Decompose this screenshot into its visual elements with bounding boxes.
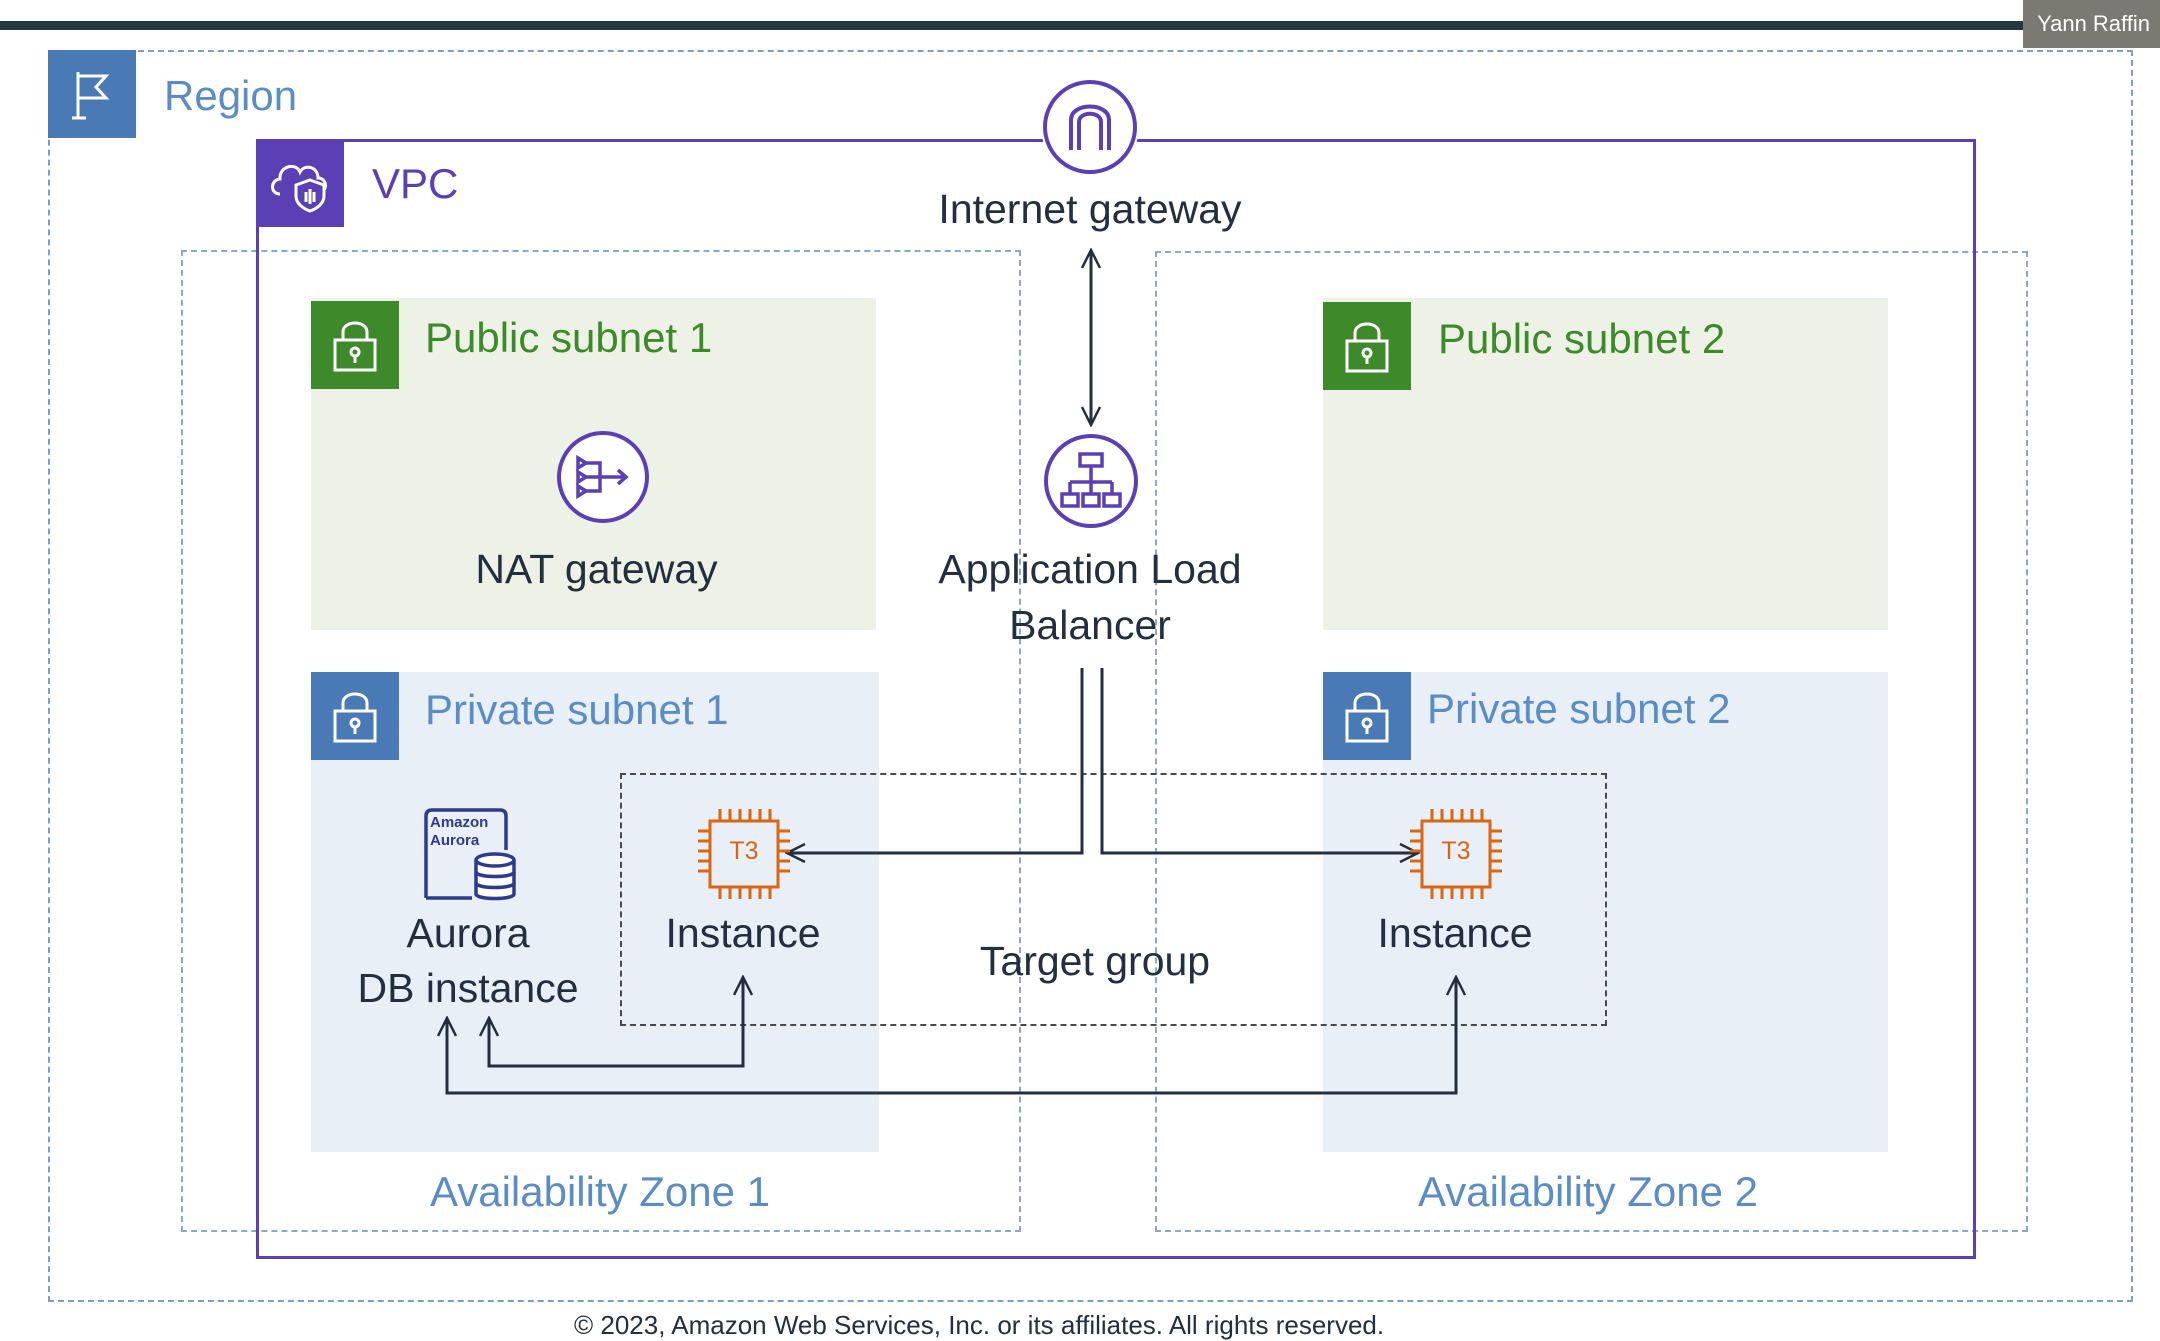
private-subnet-2-label: Private subnet 2 [1427, 685, 1731, 732]
aurora-logo-text-2: Aurora [430, 832, 480, 849]
public-subnet-1-label: Public subnet 1 [425, 314, 713, 361]
alb-label-line-1: Application Load [938, 546, 1242, 592]
database-icon [424, 808, 516, 901]
instance-2-label: Instance [1377, 910, 1533, 956]
lock-icon [1345, 322, 1389, 373]
alb-label-line-2: Balancer [1009, 602, 1171, 648]
public-subnet-2 [1323, 298, 1888, 630]
top-bar-gap [0, 0, 2160, 21]
target-group-label: Target group [979, 938, 1211, 984]
chip-icon [1410, 809, 1502, 899]
vpc-badge [256, 139, 344, 227]
aurora-label-line-2: DB instance [357, 965, 579, 1011]
private-subnet-1-badge [311, 672, 399, 760]
instance-1-chip-label: T3 [729, 837, 759, 865]
region-badge [48, 50, 136, 138]
public-subnet-2-badge [1323, 302, 1411, 390]
internet-gateway-node [1041, 78, 1139, 176]
chip-icon [698, 809, 790, 899]
nat-gateway-node [556, 430, 650, 524]
private-subnet-2-badge [1323, 672, 1411, 760]
availability-zone-2-label: Availability Zone 2 [1417, 1168, 1759, 1215]
region-label: Region [164, 72, 298, 119]
nat-gateway-icon [557, 431, 649, 523]
load-balancer-icon [1044, 434, 1138, 528]
lock-icon [1345, 692, 1389, 743]
private-subnet-1 [311, 672, 879, 1152]
availability-zone-2 [1155, 251, 2028, 1232]
instance-2-aurora-arrow [447, 977, 1456, 1095]
nat-gateway-label: NAT gateway [475, 546, 718, 592]
copyright-text: © 2023, Amazon Web Services, Inc. or its… [574, 1310, 1385, 1340]
alb-node [1042, 432, 1140, 530]
presenter-name-tag: Yann Raffin [2023, 0, 2160, 48]
private-subnet-1-label: Private subnet 1 [425, 686, 729, 733]
aurora-label-line-1: Aurora [406, 910, 530, 956]
availability-zone-1 [181, 250, 1021, 1232]
internet-gateway-label: Internet gateway [938, 186, 1242, 232]
instance-2-chip-label: T3 [1441, 837, 1471, 865]
instance-1-node: T3 [694, 805, 794, 903]
cloud-shield-icon [271, 164, 327, 213]
instance-2-node: T3 [1406, 805, 1506, 903]
gateway-arch-icon [1043, 80, 1137, 174]
vpc-label: VPC [372, 160, 459, 207]
availability-zone-1-label: Availability Zone 1 [429, 1168, 771, 1215]
alb-to-instance-2-arrow [1100, 668, 1418, 853]
aurora-logo-text-1: Amazon [430, 814, 489, 831]
public-subnet-2-label: Public subnet 2 [1438, 315, 1726, 362]
lock-icon [333, 692, 377, 743]
region-container [48, 50, 2133, 1302]
lock-icon [333, 321, 377, 372]
alb-to-instance-1-arrow [787, 668, 1084, 853]
flag-icon [72, 72, 110, 120]
instance-1-label: Instance [665, 910, 821, 956]
public-subnet-1-badge [311, 301, 399, 389]
aurora-node: Amazon Aurora [418, 808, 518, 906]
